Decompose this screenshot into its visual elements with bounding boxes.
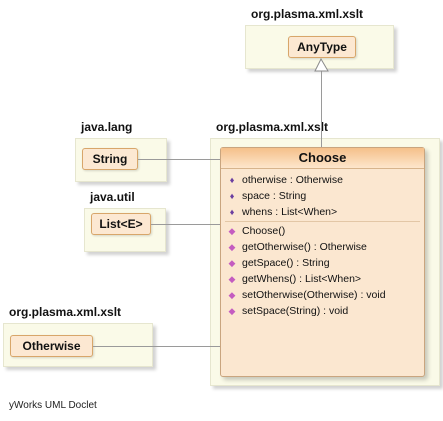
method-item: ◆setOtherwise(Otherwise) : void <box>228 289 386 301</box>
class-list[interactable]: List<E> <box>91 213 151 235</box>
generalization-arrowhead <box>314 58 329 72</box>
field-icon: ♦ <box>229 207 235 217</box>
method-icon: ◆ <box>228 258 236 268</box>
connector-list <box>151 224 220 225</box>
field-item: ♦space : String <box>221 188 424 204</box>
method-item: ◆getOtherwise() : Otherwise <box>228 241 367 253</box>
class-otherwise[interactable]: Otherwise <box>10 335 93 357</box>
package-java-util-tab: java.util <box>84 188 164 208</box>
class-string[interactable]: String <box>82 148 138 170</box>
connector-otherwise <box>93 346 220 347</box>
method-icon: ◆ <box>228 274 236 284</box>
field-icon: ♦ <box>229 191 235 201</box>
method-item: ◆getWhens() : List<When> <box>228 273 362 285</box>
field-item: ♦whens : List<When> <box>221 204 424 220</box>
divider <box>225 221 420 222</box>
package-xslt-left-tab: org.plasma.xml.xslt <box>3 303 151 323</box>
method-icon: ◆ <box>228 226 236 236</box>
field-icon: ♦ <box>229 175 235 185</box>
connector-string <box>138 159 220 160</box>
method-icon: ◆ <box>228 242 236 252</box>
method-item: ◆getSpace() : String <box>228 257 330 269</box>
method-item: ◆setSpace(String) : void <box>228 305 349 317</box>
package-xslt-main-tab: org.plasma.xml.xslt <box>210 118 350 138</box>
package-top-tab: org.plasma.xml.xslt <box>245 5 392 25</box>
field-item: ♦otherwise : Otherwise <box>221 172 424 188</box>
class-choose-title: Choose <box>221 148 424 169</box>
generalization-line <box>321 66 322 147</box>
method-icon: ◆ <box>228 290 236 300</box>
package-java-lang-tab: java.lang <box>75 118 165 138</box>
constructor-item: ◆Choose() <box>228 225 286 237</box>
footer-credit: yWorks UML Doclet <box>9 400 97 411</box>
class-anytype[interactable]: AnyType <box>288 36 356 58</box>
class-choose[interactable]: Choose ♦otherwise : Otherwise ♦space : S… <box>220 147 425 377</box>
method-icon: ◆ <box>228 306 236 316</box>
